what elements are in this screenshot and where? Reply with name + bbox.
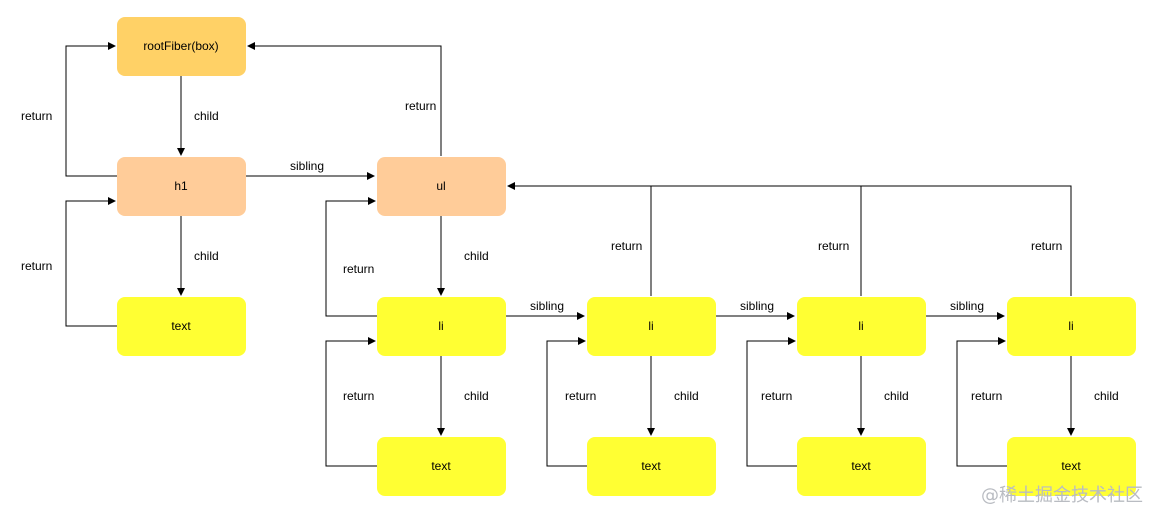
node-h1: h1	[117, 157, 246, 216]
label-child-h1-text: child	[194, 249, 219, 263]
label-child-li1-text: child	[464, 389, 489, 403]
node-li-2: li	[587, 297, 716, 356]
edge-li-to-ul-return	[507, 182, 1072, 296]
label-return-li2text: return	[565, 389, 596, 403]
node-h1-label: h1	[174, 179, 188, 193]
node-ul: ul	[377, 157, 506, 216]
node-li-1-text: text	[377, 437, 506, 496]
node-h1-text-label: text	[171, 319, 191, 333]
node-root-fiber-label: rootFiber(box)	[143, 39, 218, 53]
edge-ul-to-root-return	[247, 42, 442, 156]
label-return-li4text: return	[971, 389, 1002, 403]
node-root-fiber: rootFiber(box)	[117, 17, 246, 76]
label-return-li1text: return	[343, 389, 374, 403]
node-h1-text: text	[117, 297, 246, 356]
label-return-ul-root: return	[405, 99, 436, 113]
edge-li2text-to-li2-return	[546, 337, 587, 467]
node-li-3-label: li	[858, 319, 863, 333]
label-child-li3-text: child	[884, 389, 909, 403]
node-li-1: li	[377, 297, 506, 356]
label-return-li4-ul: return	[1031, 239, 1062, 253]
label-child-ul-li1: child	[464, 249, 489, 263]
node-li-3-text-label: text	[851, 459, 871, 473]
label-return-li1-ul: return	[343, 262, 374, 276]
edge-li3text-to-li3-return	[746, 337, 797, 467]
node-li-2-label: li	[648, 319, 653, 333]
node-li-2-text-label: text	[641, 459, 661, 473]
node-li-4-text-label: text	[1061, 459, 1081, 473]
label-sibling-li2-li3: sibling	[740, 299, 774, 313]
label-return-text-h1: return	[21, 259, 52, 273]
label-return-h1-root: return	[21, 109, 52, 123]
label-return-li3text: return	[761, 389, 792, 403]
label-child-root-h1: child	[194, 109, 219, 123]
label-return-li3-ul: return	[818, 239, 849, 253]
node-li-1-text-label: text	[431, 459, 451, 473]
edge-h1-to-root-return	[65, 42, 117, 177]
label-child-li4-text: child	[1094, 389, 1119, 403]
edge-li1text-to-li1-return	[325, 337, 377, 467]
node-ul-label: ul	[436, 179, 445, 193]
node-li-4: li	[1007, 297, 1136, 356]
node-li-3: li	[797, 297, 926, 356]
edge-h1text-to-h1-return	[65, 197, 117, 327]
watermark: @稀土掘金技术社区	[981, 485, 1143, 506]
label-return-li2-ul: return	[611, 239, 642, 253]
node-li-4-label: li	[1068, 319, 1073, 333]
label-child-li2-text: child	[674, 389, 699, 403]
node-li-2-text: text	[587, 437, 716, 496]
node-li-3-text: text	[797, 437, 926, 496]
label-sibling-li1-li2: sibling	[530, 299, 564, 313]
node-li-4-text: text	[1007, 437, 1136, 496]
node-li-1-label: li	[438, 319, 443, 333]
label-sibling-li3-li4: sibling	[950, 299, 984, 313]
edge-li4text-to-li4-return	[956, 337, 1007, 467]
edge-li1-to-ul-return	[325, 197, 377, 317]
label-sibling-h1-ul: sibling	[290, 159, 324, 173]
